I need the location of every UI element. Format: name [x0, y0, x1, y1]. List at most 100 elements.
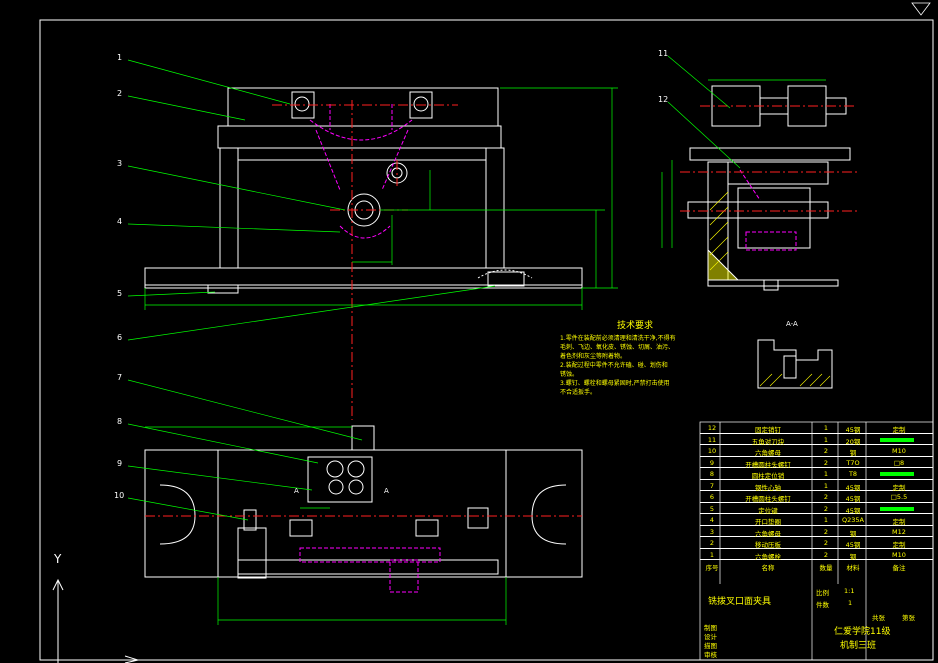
side-dims: [661, 79, 826, 248]
parts-no: 7: [709, 481, 715, 490]
parts-name: 钢性心轴: [755, 483, 781, 492]
balloon-5: 5: [117, 289, 123, 298]
balloon-2: 2: [117, 89, 123, 98]
parts-no: 4: [709, 516, 715, 524]
parts-mat: 20钢: [845, 437, 861, 446]
parts-no: 2: [709, 539, 715, 547]
note-bar: [880, 472, 914, 476]
section-aa-hatch: [759, 373, 831, 387]
drawing-name: 铣拨叉口面夹具: [708, 597, 772, 607]
parts-name: 开槽圆柱头螺钉: [745, 495, 791, 503]
parts-mat: 45钢: [845, 426, 861, 434]
parts-header-cell: 名称: [761, 564, 775, 572]
ucs-y-label: Y: [54, 552, 62, 566]
parts-no: 12: [707, 424, 717, 432]
parts-row: 2 移动压板 2 45钢 定制: [700, 537, 933, 549]
parts-mat: 45钢: [845, 483, 861, 492]
tech-req-line: 1.零件在装配前必须清理和清洗干净,不得有: [560, 335, 676, 342]
tech-req-line: 毛刺、飞边、氧化皮、锈蚀、切屑、油污、: [560, 344, 675, 351]
quantity-value: 1: [848, 599, 853, 607]
tech-req-line: 不合适扳手。: [560, 389, 597, 396]
tech-req-line: 锈蚀。: [560, 371, 579, 378]
parts-name: 开槽圆柱头螺钉: [745, 460, 791, 469]
row-review: 审核: [704, 651, 717, 659]
ucs-icon: [52, 578, 140, 663]
balloon-1: 1: [117, 53, 123, 62]
scale-label: 比例: [816, 589, 829, 597]
parts-qty: 2: [823, 504, 829, 513]
parts-note: M10: [892, 550, 906, 559]
front-view: [144, 87, 583, 294]
parts-name: 开口垫圈: [755, 518, 781, 526]
parts-name: 移动压板: [755, 541, 781, 549]
parts-no: 6: [709, 493, 715, 501]
class-name: 机制三班: [840, 641, 877, 651]
balloon-6: 6: [117, 333, 123, 342]
parts-no: 10: [707, 447, 717, 455]
parts-no: 11: [707, 435, 717, 444]
balloon-3: 3: [117, 159, 123, 168]
parts-qty: 1: [823, 481, 829, 490]
parts-qty: 1: [823, 424, 829, 432]
parts-qty: 1: [823, 516, 829, 524]
balloon-12: 12: [658, 95, 669, 104]
parts-note: 定制: [892, 541, 906, 549]
section-label: A-A: [786, 320, 798, 328]
school-name: 仁爱学院11级: [834, 627, 891, 637]
parts-no: 8: [709, 470, 715, 478]
title-block: 铣拨叉口面夹具 比例 1:1 件数 1 共张 第张 仁爱学院11级 机制三班 制…: [700, 584, 933, 660]
parts-no: 9: [709, 458, 715, 467]
sheet2-label: 第张: [902, 614, 915, 622]
top-dims: [145, 426, 507, 625]
parts-qty: 2: [823, 539, 829, 547]
tech-requirements: 技术要求 1.零件在装配前必须清理和清洗干净,不得有 毛刺、飞边、氧化皮、锈蚀、…: [560, 318, 710, 397]
note-bar: [880, 437, 914, 442]
side-centerlines: [680, 105, 858, 212]
parts-mat: T8: [848, 470, 858, 478]
parts-name: 六角螺母: [755, 529, 781, 538]
parts-mat: 45钢: [845, 541, 861, 549]
balloon-11: 11: [658, 49, 669, 58]
parts-qty: 1: [823, 435, 829, 444]
note-bar: [880, 506, 914, 511]
balloon-9: 9: [117, 459, 123, 468]
tech-req-line: 3.螺钉、螺栓和螺母紧固时,严禁打击使用: [560, 380, 670, 387]
parts-no: 1: [709, 550, 715, 559]
parts-note: 定制: [892, 518, 906, 526]
parts-header-cell: 备注: [892, 564, 906, 572]
front-centerlines: [272, 100, 458, 420]
front-dims: [144, 87, 618, 310]
balloon-7: 7: [117, 373, 123, 382]
parts-mat: 45钢: [845, 495, 861, 503]
parts-note: M10: [892, 447, 906, 455]
tech-req-line: 着色剂和灰尘等附着物。: [560, 353, 627, 360]
scale-value: 1:1: [844, 587, 855, 595]
tech-req-line: 2.装配过程中零件不允许磕、碰、划伤和: [560, 362, 668, 369]
view-label-a-left: A: [294, 487, 299, 495]
parts-name: 六角螺母: [755, 449, 781, 457]
drawing-frame: [39, 19, 934, 661]
parts-qty: 2: [823, 550, 829, 559]
side-hatch: [709, 191, 729, 271]
parts-header-cell: 序号: [705, 564, 719, 572]
parts-name: 圆柱定位销: [751, 472, 785, 480]
parts-name: 定位键: [758, 506, 778, 515]
balloon-8: 8: [117, 417, 123, 426]
parts-qty: 2: [823, 527, 829, 536]
row-draw: 制图: [704, 624, 717, 632]
top-view: [144, 425, 583, 579]
parts-name: 六角螺栓: [755, 552, 781, 561]
row-design: 设计: [704, 633, 717, 641]
parts-no: 5: [709, 504, 715, 513]
parts-note: 定制: [892, 426, 906, 434]
